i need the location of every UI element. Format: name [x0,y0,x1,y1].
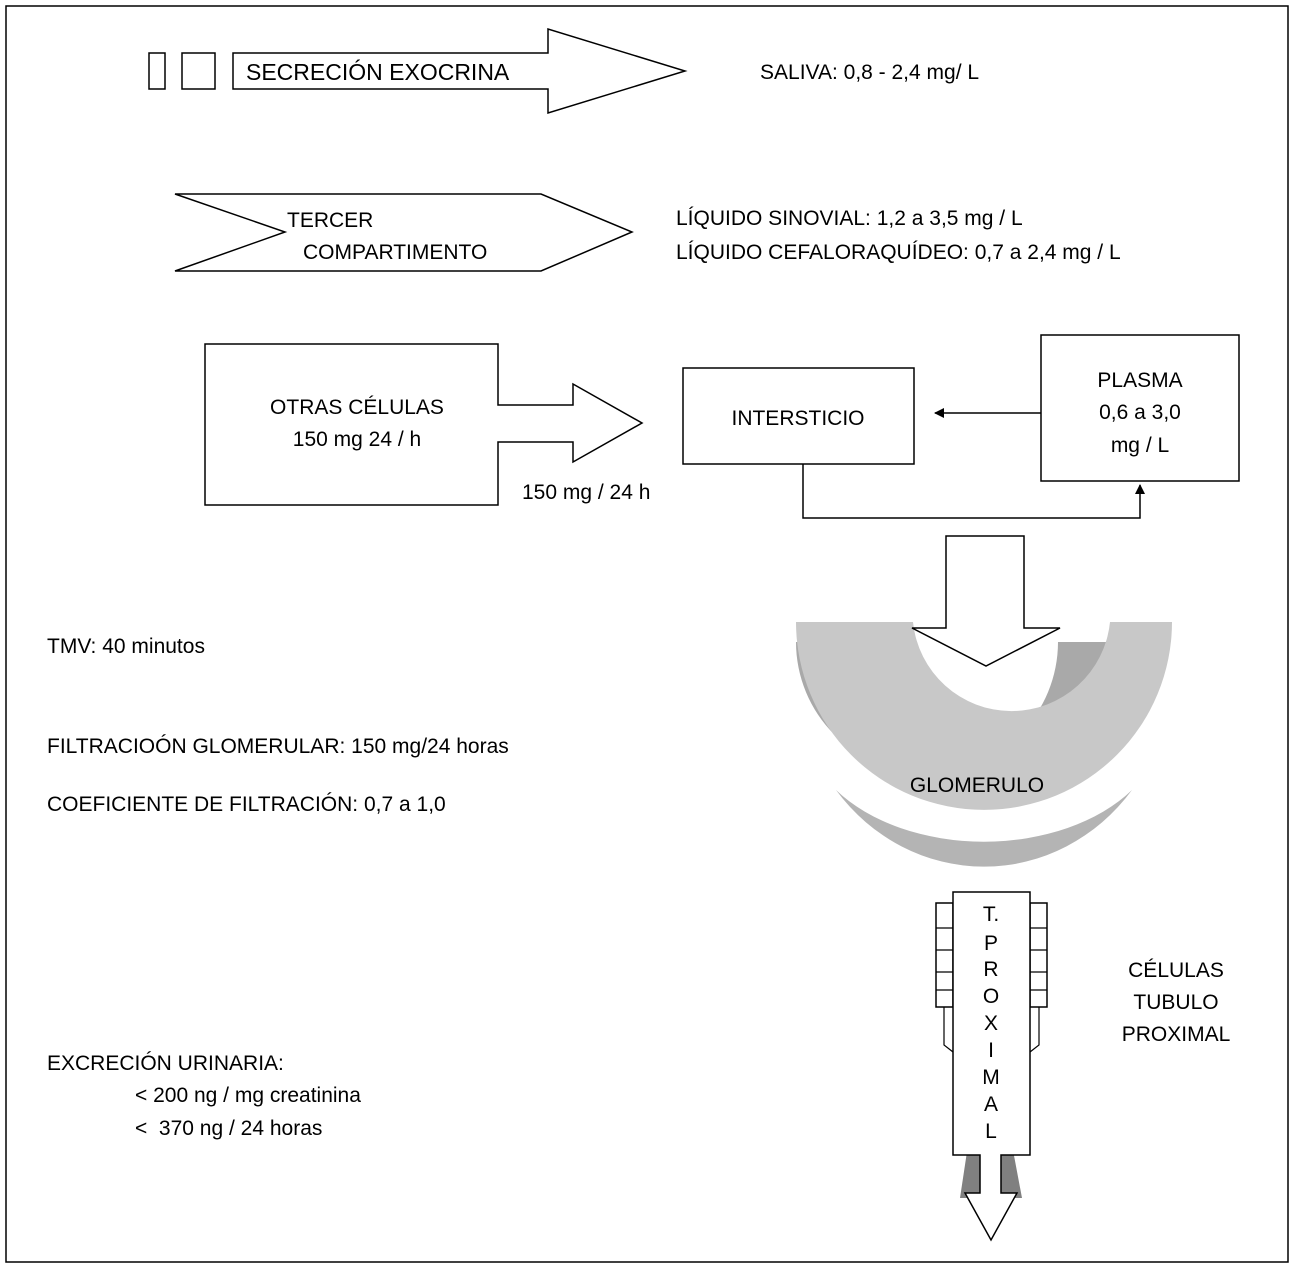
excretion-line-2: < 370 ng / 24 horas [135,1117,322,1140]
tubule-left-cells [935,902,954,1008]
glomerulus-bottom-shade [836,790,1132,867]
plasma-title: PLASMA [1097,369,1182,392]
tubule-letter: R [983,958,998,981]
small-square-1 [148,52,166,90]
excretion-line-1: < 200 ng / mg creatinina [135,1084,361,1107]
tubule-letter: P [984,932,998,955]
third-compartment-line-2: COMPARTIMENTO [303,241,487,264]
filtration-text: FILTRACIOÓN GLOMERULAR: 150 mg/24 horas [47,735,509,758]
synovial-value: LÍQUIDO SINOVIAL: 1,2 a 3,5 mg / L [676,207,1023,230]
other-cells-rate: 150 mg 24 / h [293,428,421,451]
tubule-cells-label-2: TUBULO [1133,991,1218,1014]
tmv-text: TMV: 40 minutos [47,635,205,658]
exocrine-label: SECRECIÓN EXOCRINA [246,59,510,85]
tubule-letter: L [985,1120,997,1143]
plasma-range: 0,6 a 3,0 [1099,401,1181,424]
tubule-letter: A [984,1093,998,1116]
tubule-letter: X [984,1012,998,1035]
glomerulus [796,622,1172,810]
tubule-letter: T. [983,903,999,926]
tubule-right-cells [1029,902,1048,1008]
tubule-cells-label-3: PROXIMAL [1122,1023,1231,1046]
other-cells-arrow [204,343,644,506]
coefficient-text: COEFICIENTE DE FILTRACIÓN: 0,7 a 1,0 [47,793,446,816]
outer-frame [5,5,1289,1263]
interstitium-box [682,367,915,465]
plasma-box [1040,334,1240,482]
tubule-letter: O [983,985,999,1008]
tubule-cells-label-1: CÉLULAS [1128,959,1224,982]
third-compartment-arrow [174,193,634,272]
tubule-body [952,891,1031,1242]
excretion-title: EXCRECIÓN URINARIA: [47,1052,284,1075]
other-cells-title: OTRAS CÉLULAS [270,396,444,419]
glomerulus-label: GLOMERULO [910,774,1044,797]
exocrine-arrow [232,27,688,115]
csf-value: LÍQUIDO CEFALORAQUÍDEO: 0,7 a 2,4 mg / L [676,241,1121,264]
interstitium-to-plasma-arrow [802,464,1145,519]
small-square-2 [181,52,216,90]
interstitium-label: INTERSTICIO [731,407,864,430]
other-cells-arrow-label: 150 mg / 24 h [522,481,650,504]
tubule-left-wall [943,1007,954,1053]
third-compartment-line-1: TERCER [287,209,373,232]
glomerulus-inflow-arrow [911,535,1061,667]
tubule-vertical-label: T. P R O X I M A L [982,903,1000,1143]
plasma-unit: mg / L [1111,434,1169,457]
saliva-value: SALIVA: 0,8 - 2,4 mg/ L [760,61,979,84]
tubule-letter: M [982,1066,1000,1089]
tubule-letter: I [988,1039,994,1062]
tubule-right-wall [1029,1007,1040,1053]
